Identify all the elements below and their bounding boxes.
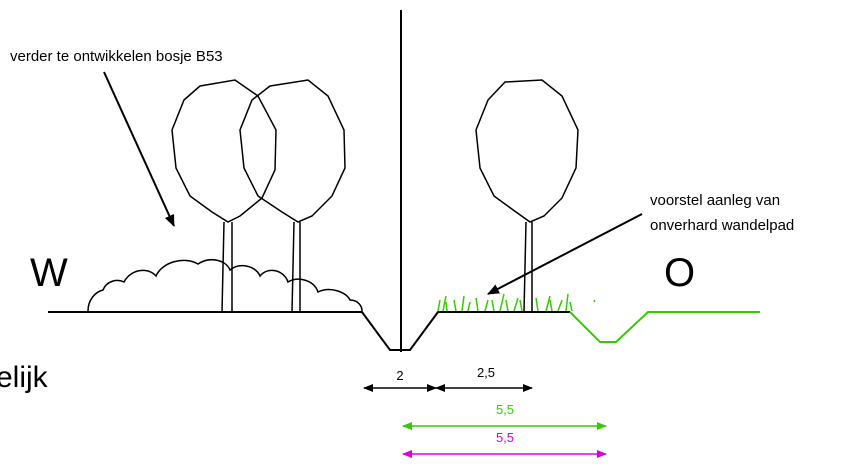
west-label: W (30, 251, 68, 295)
ground-profile-green (569, 311, 760, 343)
tree-right (475, 79, 579, 313)
woodland-note: verder te ontwikkelen bosje B53 (10, 48, 223, 65)
shrub-outline (87, 258, 363, 312)
dim-ditch-label: 2 (396, 368, 403, 383)
tree-trunk (523, 221, 533, 313)
grass-tufts (437, 293, 596, 312)
tree-crown (171, 79, 277, 223)
dim-path-label: 2,5 (477, 365, 495, 380)
ground-profile (48, 311, 570, 351)
dim-magenta-label: 5,5 (496, 430, 514, 445)
tree-crown (239, 79, 346, 223)
tree-middle (239, 79, 346, 313)
path-note-line1: voorstel aanleg van (650, 192, 780, 209)
east-label: O (664, 251, 695, 295)
cut-off-text: elijk (0, 361, 49, 394)
tree-trunk (291, 221, 301, 313)
tree-crown (475, 79, 579, 223)
path-leader-arrow (487, 213, 643, 295)
tree-trunk (221, 221, 233, 313)
tree-left (171, 79, 277, 313)
path-note-line2: onverhard wandelpad (650, 217, 794, 234)
woodland-leader-arrow (103, 71, 175, 227)
dim-green-label: 5,5 (496, 402, 514, 417)
